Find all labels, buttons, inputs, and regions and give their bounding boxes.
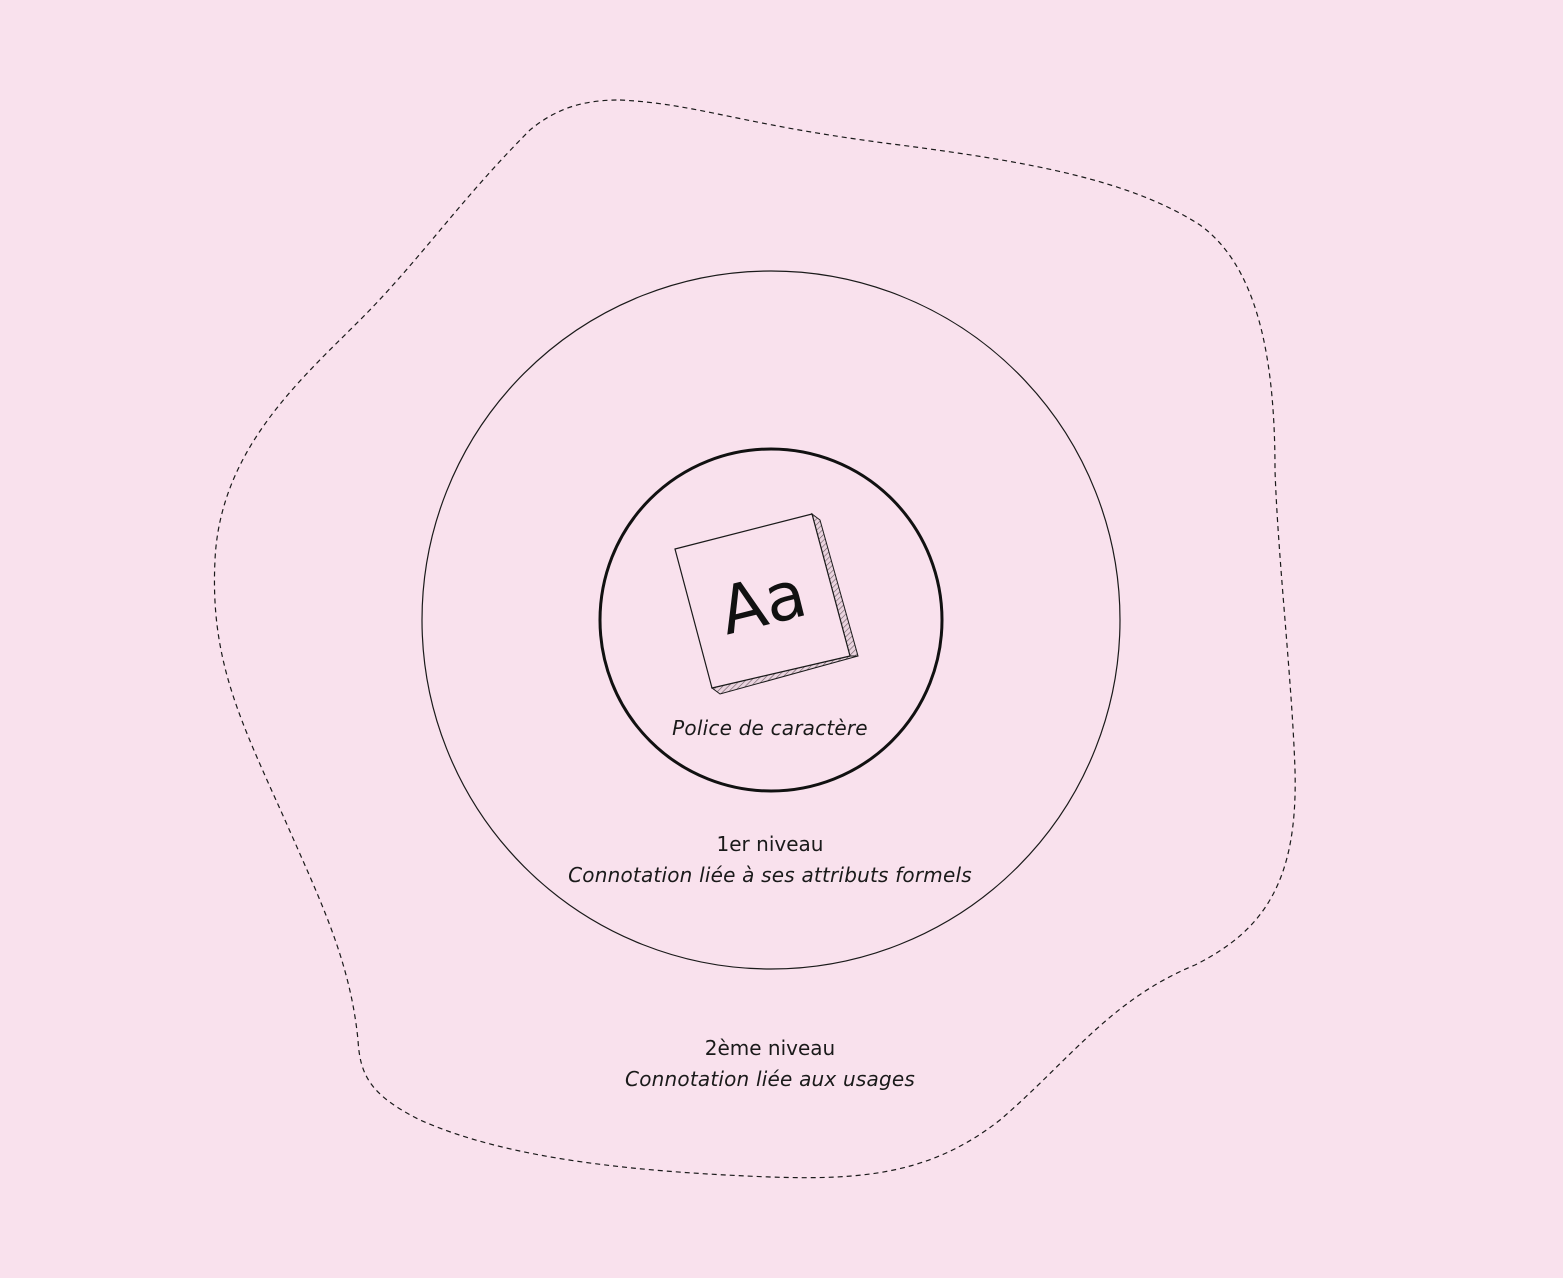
level1-subtitle: Connotation liée à ses attributs formels bbox=[568, 863, 972, 887]
typeface-card: Aa bbox=[674, 512, 859, 695]
level2-title: 2ème niveau bbox=[704, 1036, 836, 1060]
card-face bbox=[674, 513, 851, 689]
level1-circle bbox=[421, 270, 1121, 970]
level2-subtitle: Connotation liée aux usages bbox=[625, 1067, 915, 1091]
core-caption: Police de caractère bbox=[672, 716, 868, 740]
core-circle bbox=[598, 447, 944, 793]
outer-dashed-boundary bbox=[213, 99, 1296, 1179]
level1-title: 1er niveau bbox=[716, 832, 824, 856]
